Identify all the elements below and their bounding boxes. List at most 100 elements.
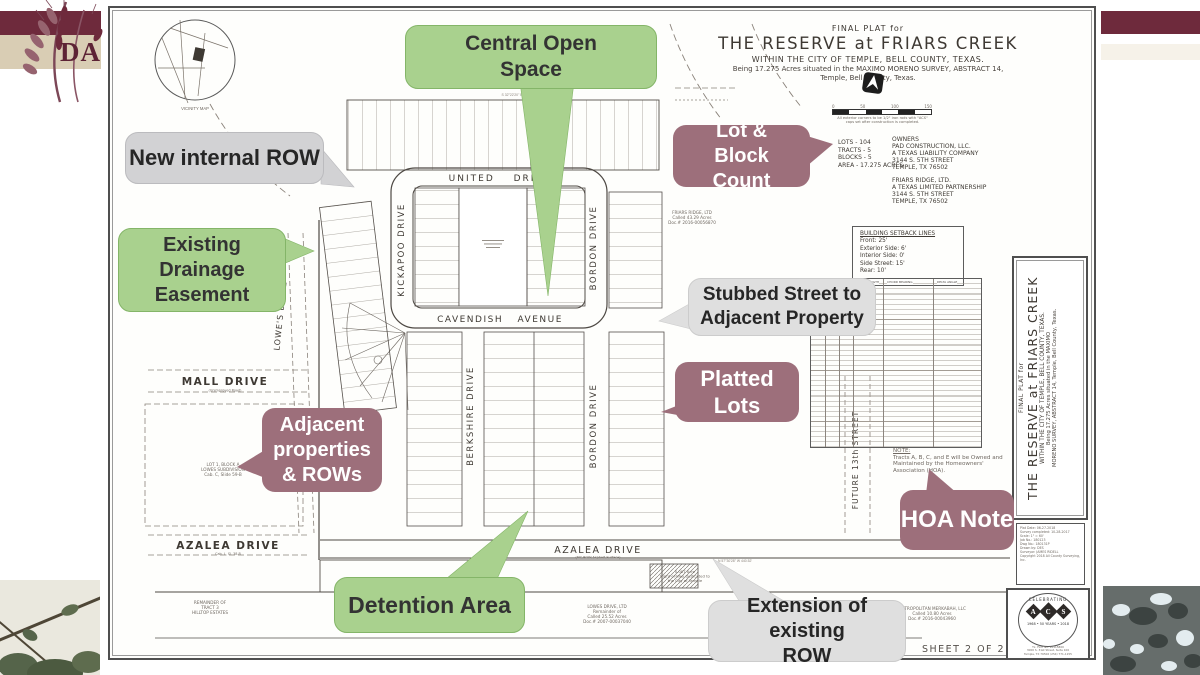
seal-years: 1968 • 50 YEARS • 2018 [1026, 622, 1069, 626]
owners-heading: OWNERS [892, 136, 919, 143]
seal-letter-a: A [1030, 607, 1036, 616]
seal-firm-lines: Tx. Firm No. 10115800 3000 S. 31st Stree… [1008, 645, 1088, 656]
scale-tick: 100 [891, 104, 899, 109]
logo-letters: DA [60, 37, 101, 67]
street-label-future-13th-street: FUTURE 13th STREET [851, 411, 860, 509]
adjacent-tract-note: HILLTOP ESTATES [192, 610, 228, 615]
top-left-tan-band [0, 35, 101, 69]
setback-row: Exterior Side: 6' [860, 245, 907, 252]
lot-block-stats: LOTS - 104 TRACTS - 5 BLOCKS - 5 AREA - … [838, 139, 903, 169]
seal-letter-c: C [1045, 607, 1051, 616]
setback-row: Interior Side: 0' [860, 253, 905, 260]
callout-platted-lots: Platted Lots [675, 362, 799, 422]
info-row: Scale: 1" = 60' [1020, 534, 1044, 538]
street-label-bordon-drive-upper: BORDON DRIVE [589, 206, 599, 291]
callout-central-open-space: Central Open Space [405, 25, 657, 89]
setback-row: Front: 25' [860, 238, 888, 245]
bearing-label-top: S 32°22'20" E 419.26' [502, 93, 535, 97]
lowes-drive-ltd-note: Remainder of [593, 609, 622, 614]
side-title-strip: FINAL PLAT for THE RESERVE at FRIARS CRE… [1012, 256, 1088, 520]
monument-note: All exterior corners to be 1/2" iron rod… [800, 116, 965, 124]
stat-lots: LOTS - 104 [838, 139, 871, 146]
friars-ridge-note: FRIARS RIDGE, LTD [672, 210, 712, 215]
lowes-lot-note: LOT 1, BLOCK A [207, 462, 240, 467]
top-right-tan-band [1101, 44, 1200, 60]
info-row: Copyright 2018 All County Surveying, Inc… [1020, 554, 1081, 562]
lowes-drive-ltd-note: Doc.# 2007-00037040 [583, 619, 631, 624]
seal-firm-line: 3000 S. 31st Street, Suite 100 [1026, 648, 1070, 653]
azalea-left-subnote: Cab. L, Sl. 38-B [215, 552, 241, 556]
street-label-azalea-drive-left: AZALEA DRIVE [176, 540, 280, 552]
monument-note-line: caps set after construction is completed… [845, 120, 920, 125]
acs-diamonds-icon: A C S [1019, 602, 1077, 621]
friars-ridge-note: Called 43.29 Acres [672, 215, 711, 220]
setback-row: Rear: 10' [860, 268, 886, 275]
north-arrow-icon [862, 72, 884, 94]
sheet-number-label: SHEET 2 OF 2 [922, 644, 1006, 655]
metropolitan-note: METROPOLITAN MERKABAH, LLC [898, 606, 966, 611]
street-label-azalea-drive: AZALEA DRIVE [554, 545, 642, 556]
seal-firm-line: Temple, TX 76502 (254) 771-1155 [1024, 651, 1072, 656]
foliage-photo [1103, 586, 1200, 675]
seal-circle: CELEBRATING A C S 1968 • 50 YEARS • 2018 [1018, 593, 1078, 647]
pine-branch-photo [0, 580, 100, 675]
owner-line: 3144 S. 5TH STREET [892, 157, 954, 164]
adjacent-tract-note: REMAINDER OF [194, 600, 227, 605]
owner-line: TEMPLE, TX 76502 [892, 164, 948, 171]
curve-table-header: CHORD BEARING [887, 279, 913, 284]
info-row: Plat Date: 06-27-2018 [1020, 526, 1056, 530]
scale-tick: 50 [860, 104, 866, 109]
lowes-drive-ltd-note: LOWES DRIVE, LTD [587, 604, 626, 609]
callout-detention-area: Detention Area [334, 577, 525, 633]
azalea-subnote: (60' ROW Asphalt Surface) [575, 556, 621, 560]
callout-adjacent-properties: Adjacent properties & ROWs [262, 408, 382, 492]
hoa-note-line: Association (HOA). [893, 467, 946, 474]
owner-line: FRIARS RIDGE, LTD. [892, 177, 951, 184]
row-dedication-note: Right-of-Way Dedicated to [660, 574, 710, 579]
row-dedication-hatch [649, 563, 699, 589]
owner-line: 3144 S. 5TH STREET [892, 191, 954, 198]
plat-sheet: VICINITY MAP S 32°22'20" E 419.26' [108, 6, 1096, 660]
top-right-maroon-band [1101, 11, 1200, 34]
setback-heading: BUILDING SETBACK LINES [860, 231, 936, 237]
friars-ridge-note: Doc.# 2016-00056870 [668, 220, 716, 225]
hoa-note-line: Tracts A, B, C, and E will be Owned and [893, 454, 1003, 461]
callout-stubbed-street: Stubbed Street to Adjacent Property [688, 278, 876, 336]
strip-line: THE RESERVE at FRIARS CREEK [1025, 276, 1040, 500]
scale-bar: 0 50 100 150 [832, 104, 932, 115]
plat-title-line1: FINAL PLAT for [831, 24, 905, 33]
vicinity-map-label: VICINITY MAP [181, 106, 209, 111]
wheat-logo-icon [22, 0, 103, 103]
info-row: Surveyor: JAMES RIDELL [1020, 550, 1059, 554]
plat-title-line3: WITHIN THE CITY OF TEMPLE, BELL COUNTY, … [751, 55, 985, 64]
plat-title-line2: THE RESERVE at FRIARS CREEK [718, 34, 1018, 53]
owner-line: PAD CONSTRUCTION, LLC. [892, 143, 971, 150]
info-row: Survey completed: 10-28-2017 [1020, 530, 1070, 534]
info-row: Dwg No.: 180131P [1020, 542, 1050, 546]
street-label-berkshire-drive: BERKSHIRE DRIVE [466, 366, 476, 466]
owner-line: A TEXAS LIABILITY COMPANY [892, 150, 979, 157]
callout-extension-of-existing-row: Extension of existing ROW [708, 595, 906, 667]
strip-line: MORENO SURVEY, ABSTRACT 14, Temple, Bell… [1052, 308, 1058, 468]
curve-table-header: DELTA ANGLE [937, 279, 958, 284]
street-label-bordon-drive-lower: BORDON DRIVE [589, 384, 599, 469]
info-row: Job No.: 180123 [1020, 538, 1046, 542]
metropolitan-note: Doc.# 2016-00043960 [908, 616, 956, 621]
lowes-lot-note: LOWES SUBDIVISION [201, 467, 245, 472]
callout-new-internal-row: New internal ROW [125, 132, 324, 184]
info-row: Drawn by: DES [1020, 546, 1044, 550]
owner-line: TEMPLE, TX 76502 [892, 198, 948, 205]
street-label-cavendish-avenue: CAVENDISH AVENUE [437, 315, 563, 325]
owner-line: A TEXAS LIMITED PARTNERSHIP [892, 184, 987, 191]
callout-lot-block-count: Lot & Block Count [673, 120, 810, 192]
building-setback-box: BUILDING SETBACK LINES Front: 25' Exteri… [852, 226, 964, 286]
hoa-note-line: Maintained by the Homeowners' [893, 461, 984, 468]
vicinity-map: VICINITY MAP [154, 19, 236, 111]
bearing-label-azalea: N 57°30'28" W 440.52' [718, 559, 752, 563]
setback-row: Side Street: 15' [860, 260, 905, 267]
row-dedication-note: 0.087 Acre [675, 569, 696, 574]
seal-arc-text: CELEBRATING [1028, 597, 1068, 602]
scale-tick: 0 [832, 104, 835, 109]
hoa-note-text: NOTE: Tracts A, B, C, and E will be Owne… [893, 448, 1023, 474]
